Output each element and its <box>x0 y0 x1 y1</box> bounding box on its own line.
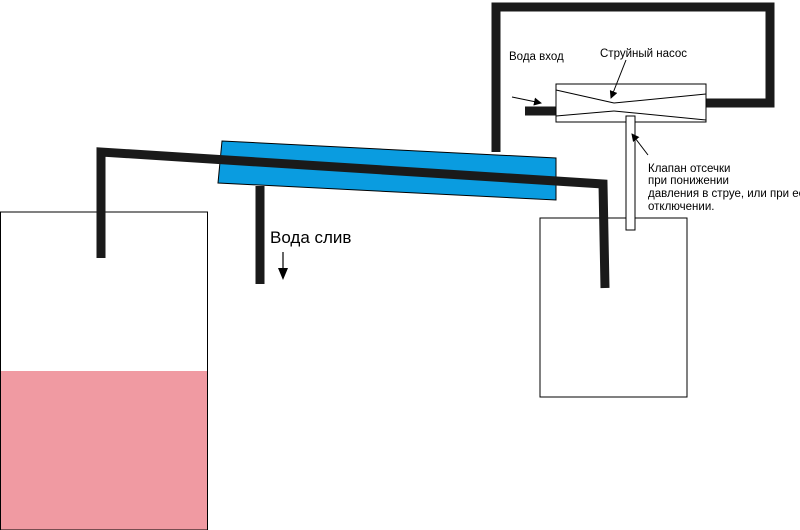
valve-label-line-3: давления в струе, или при ее <box>648 188 800 200</box>
jet-pump <box>555 59 707 123</box>
vacuum-vessel <box>539 217 688 398</box>
receiver-flask <box>0 211 208 530</box>
jet-diffuser-bottom <box>613 110 707 121</box>
jet-pump-pointer <box>609 59 627 99</box>
jet-diffuser-top <box>613 93 707 104</box>
water-drain-label: Вода слив <box>270 228 351 247</box>
check-valve-tube <box>625 115 636 231</box>
valve-label-line-1: Клапан отсечки <box>648 163 730 175</box>
water-in-label: Вода вход <box>509 51 564 63</box>
pump-loop-pipe <box>491 2 775 152</box>
flask-liquid <box>0 371 208 530</box>
arrow-right-icon <box>511 96 542 106</box>
valve-label-line-4: отключении. <box>648 201 714 213</box>
arrow-down-icon <box>278 252 288 280</box>
jet-nozzle-top <box>555 89 615 104</box>
valve-label-line-2: при понижении <box>648 175 729 187</box>
main-pipe <box>96 147 610 289</box>
jet-pump-label: Струйный насос <box>600 48 687 60</box>
valve-pointer <box>631 133 649 156</box>
jet-nozzle-bottom <box>555 110 615 117</box>
